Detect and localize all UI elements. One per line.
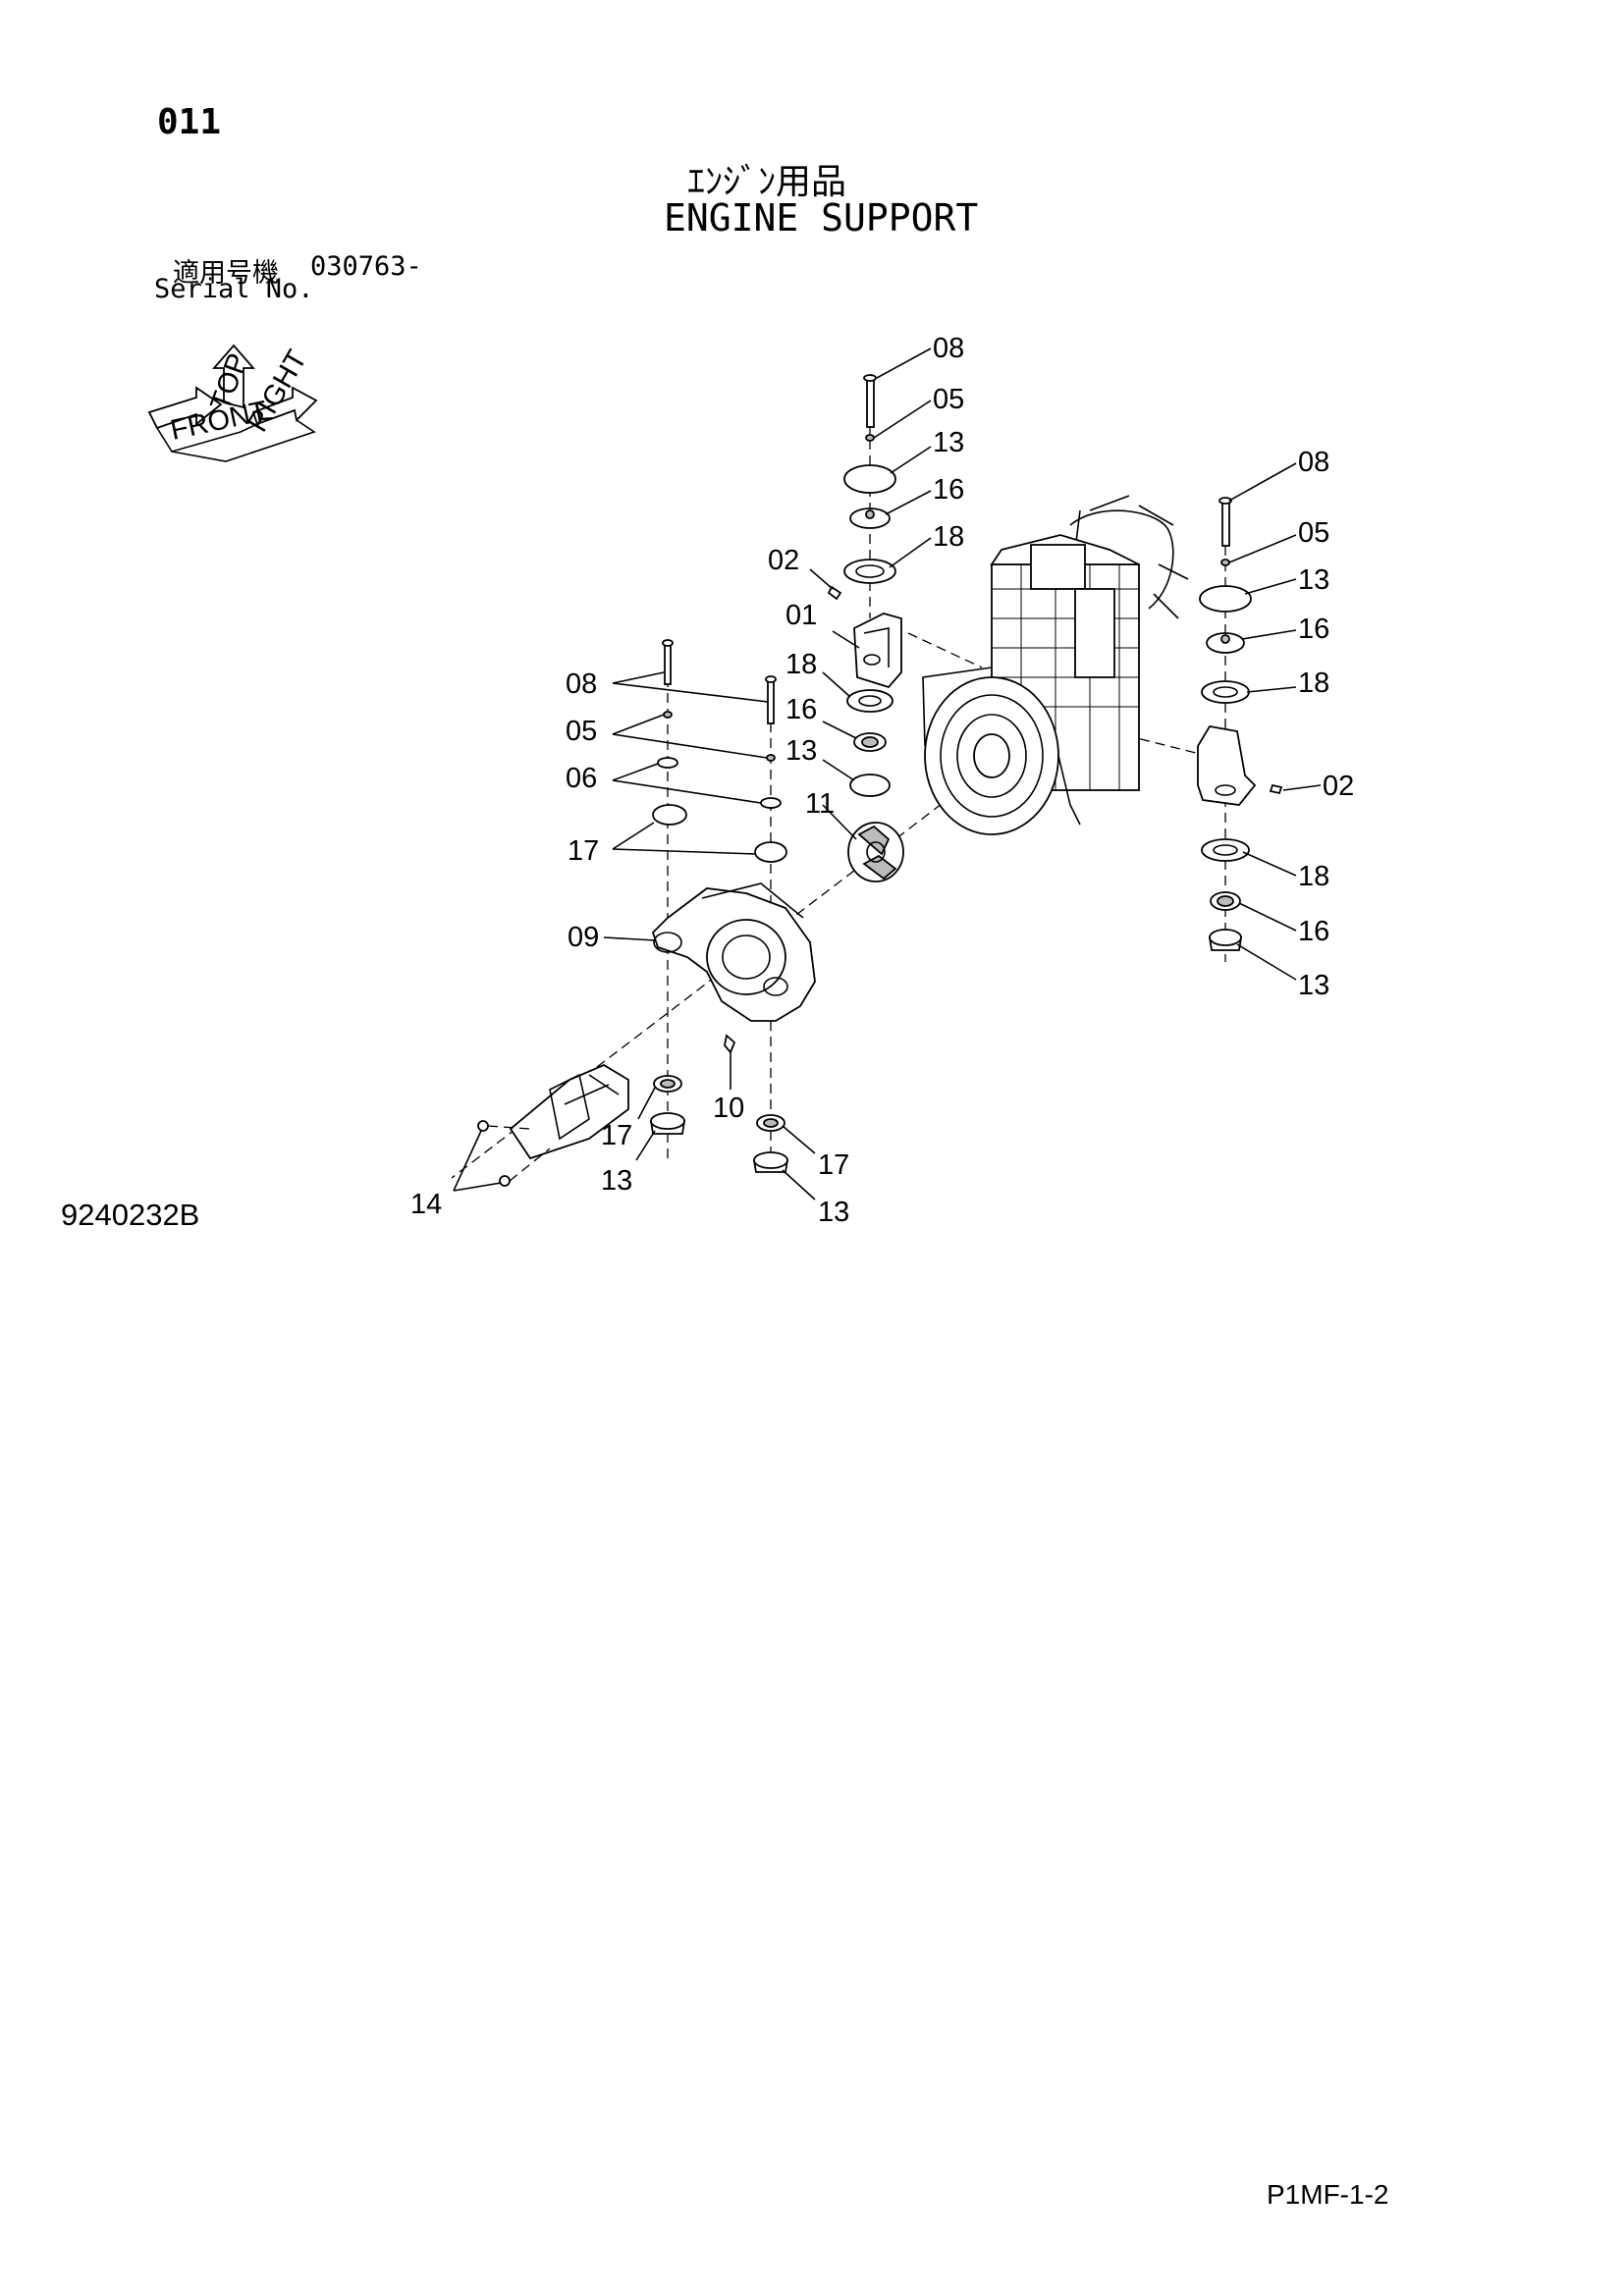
callout-05-front: 05: [566, 716, 597, 747]
bolt-14-a: [477, 1120, 489, 1132]
starter-assembly: [477, 1063, 629, 1187]
bolt-10: [724, 1034, 736, 1054]
callout-02-right: 02: [1323, 771, 1354, 802]
callout-17-lower-right: 17: [818, 1149, 849, 1181]
callout-13-right-lower: 13: [1298, 970, 1329, 1001]
washer-06-front-b: [760, 797, 782, 809]
callout-13-top: 13: [933, 427, 964, 458]
top-mount-stack: [827, 374, 896, 601]
callout-11: 11: [805, 788, 835, 820]
bolt-14-b: [499, 1175, 511, 1187]
rubber-13-right: [1199, 585, 1252, 613]
callout-08-top: 08: [933, 333, 964, 364]
drawing-number: 9240232B: [61, 1198, 200, 1232]
callout-05-right: 05: [1298, 517, 1329, 549]
callout-13-right: 13: [1298, 564, 1329, 596]
coupling-11: [847, 822, 904, 882]
callout-16-right: 16: [1298, 614, 1329, 645]
plate-18-top: [843, 559, 896, 584]
right-engine-bracket: [1197, 725, 1257, 806]
callout-09: 09: [568, 922, 599, 953]
left-engine-bracket: [853, 613, 902, 689]
bolt-08-front-b: [767, 678, 775, 724]
serial-number-value: 030763-: [310, 251, 422, 282]
orientation-icon: FRONT TOP RIGHT: [147, 344, 318, 462]
washer-05-right: [1220, 559, 1230, 566]
washer-05-front-a: [663, 711, 673, 719]
plate-18-right: [1201, 680, 1250, 704]
callout-18-mid: 18: [785, 649, 817, 680]
bolt-08-top: [866, 377, 875, 428]
bolt-08-front-a: [664, 642, 672, 685]
callout-18-right-lower: 18: [1298, 861, 1329, 892]
callout-06-front: 06: [566, 763, 597, 794]
serial-label-english: Serial No.: [154, 274, 314, 304]
callout-13-lower-right: 13: [818, 1197, 849, 1228]
washer-05-top: [865, 434, 875, 442]
plate-18-mid: [846, 689, 893, 713]
bolt-02-right: [1269, 783, 1283, 795]
housing-09: [651, 882, 816, 1022]
page-title: ENGINE SUPPORT: [664, 196, 979, 240]
callout-14: 14: [410, 1189, 442, 1220]
page-number: 011: [157, 102, 222, 142]
callout-17-lower-left: 17: [601, 1120, 632, 1151]
alignment-line-bracket-left: [907, 632, 983, 668]
bolt-08-right: [1221, 500, 1230, 547]
callout-08-front: 08: [566, 668, 597, 700]
washer-05-front-b: [766, 754, 776, 762]
rubber-13-top: [843, 464, 896, 494]
callout-18-top: 18: [933, 521, 964, 553]
callout-01: 01: [785, 600, 817, 631]
title-japanese: ｴﾝｼﾞﾝ用品: [687, 162, 847, 202]
callout-10: 10: [713, 1093, 744, 1124]
callout-16-mid: 16: [785, 694, 817, 725]
front-mount-stack: [652, 639, 893, 863]
plate-18-right-lower: [1201, 838, 1250, 862]
right-mount-stack: [1199, 497, 1283, 951]
serial-label-japanese: 適用号機: [173, 258, 279, 289]
callout-16-top: 16: [933, 474, 964, 506]
leader-lines: [453, 347, 1322, 1201]
callout-labels: 08 05 13 16 18 02 01 08 05 13 16 18 08 0…: [410, 333, 1354, 1228]
rubber-17-front-b: [754, 841, 787, 863]
engine-assembly: [922, 495, 1189, 835]
callout-13-mid: 13: [785, 735, 817, 767]
rubber-17-front-a: [652, 804, 687, 826]
callout-05-top: 05: [933, 384, 964, 415]
lower-mount-stacks: [649, 1075, 789, 1173]
callout-13-lower-left: 13: [601, 1165, 632, 1197]
callout-18-right: 18: [1298, 667, 1329, 699]
callout-02-left: 02: [768, 545, 799, 576]
rubber-13-mid: [849, 774, 891, 797]
callout-17-front: 17: [568, 835, 599, 867]
sheet-number: P1MF-1-2: [1267, 2179, 1389, 2210]
washer-06-front-a: [657, 757, 678, 769]
callout-16-right-lower: 16: [1298, 916, 1329, 947]
bolt-02-left: [827, 585, 842, 601]
callout-08-right: 08: [1298, 447, 1329, 478]
